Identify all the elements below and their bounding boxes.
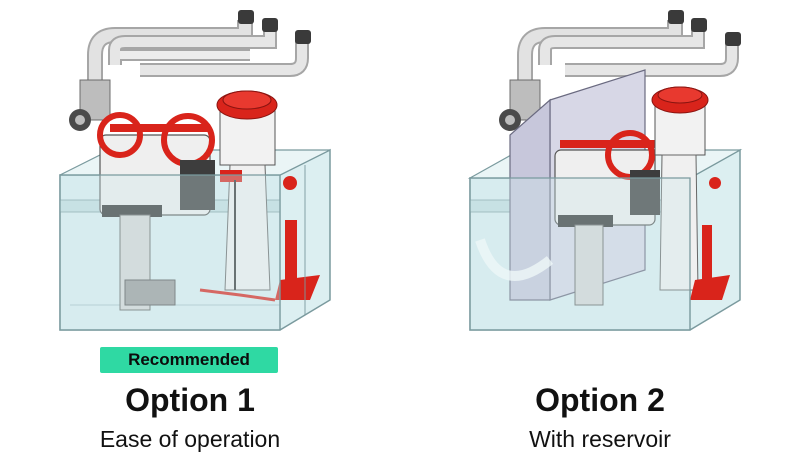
pipe-fittings <box>668 10 741 46</box>
option-1-card: Recommended Option 1 Ease of operation <box>59 10 331 452</box>
glass-front <box>469 177 691 331</box>
valve <box>69 79 111 131</box>
option-2-card: Option 2 With reservoir <box>400 0 800 472</box>
sump-option-1-illustration <box>59 10 331 331</box>
pipe-fittings <box>238 10 311 44</box>
option-subtitle: Ease of operation <box>99 426 281 452</box>
protein-skimmer <box>199 90 320 302</box>
recommended-badge: Recommended <box>100 347 278 373</box>
return-pipes <box>517 20 739 95</box>
sump-option-2-illustration <box>467 10 743 331</box>
return-pipes <box>87 20 309 95</box>
option-subtitle: With reservoir <box>529 426 671 452</box>
protein-skimmer <box>651 86 730 300</box>
option-title: Option 1 <box>125 382 255 418</box>
option-title: Option 2 <box>535 382 665 418</box>
glass-front <box>59 165 306 331</box>
